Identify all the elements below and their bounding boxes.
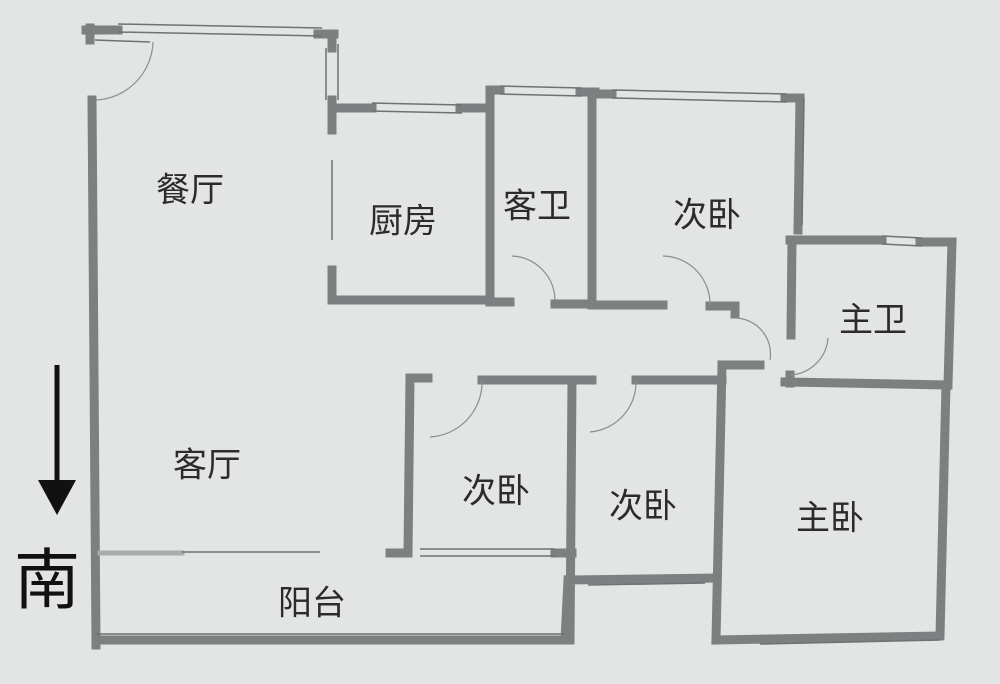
south-arrow-icon — [38, 365, 76, 515]
room-label-bedroom-left: 次卧 — [462, 471, 530, 512]
room-label-living: 客厅 — [173, 445, 241, 486]
room-label-balcony: 阳台 — [278, 583, 346, 624]
walls — [81, 23, 957, 650]
room-label-guest-bath: 客卫 — [503, 186, 571, 227]
room-label-master-bedroom: 主卧 — [796, 498, 864, 539]
room-label-bedroom-middle: 次卧 — [609, 486, 677, 527]
room-label-kitchen: 厨房 — [369, 201, 437, 242]
compass-south-label: 南 — [14, 542, 80, 619]
room-label-master-bath: 主卫 — [839, 300, 907, 341]
room-label-dining: 餐厅 — [156, 170, 224, 211]
room-label-bedroom-north: 次卧 — [673, 195, 741, 236]
door-arcs — [95, 41, 829, 438]
